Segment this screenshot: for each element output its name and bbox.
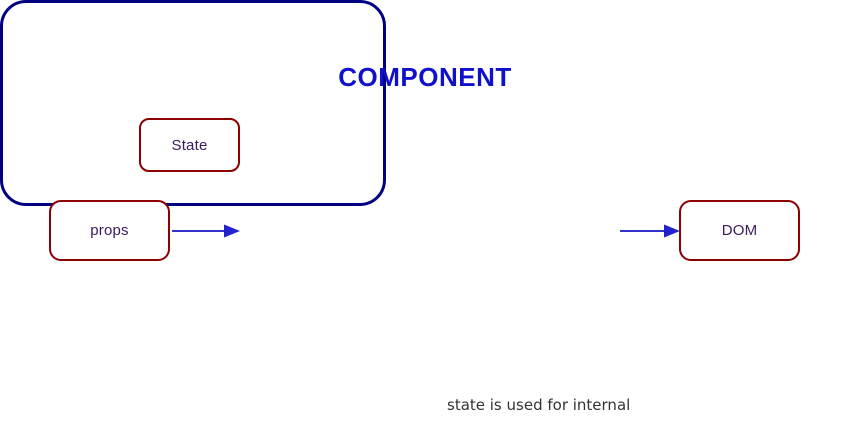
caption-line-1: state is used for internal (447, 396, 631, 414)
node-dom-label: DOM (721, 222, 758, 239)
caption: state is used for internal communication… (447, 353, 718, 440)
node-state-label: State (171, 136, 208, 154)
node-component[interactable]: COMPONENT State (0, 0, 511, 206)
arrow-component-to-dom-icon (620, 222, 680, 240)
node-props[interactable]: props (49, 200, 170, 261)
node-state[interactable]: State (139, 118, 240, 172)
node-dom[interactable]: DOM (679, 200, 800, 261)
node-props-label: props (90, 222, 129, 239)
component-title: COMPONENT (338, 62, 512, 92)
arrow-props-to-component-icon (172, 222, 240, 240)
